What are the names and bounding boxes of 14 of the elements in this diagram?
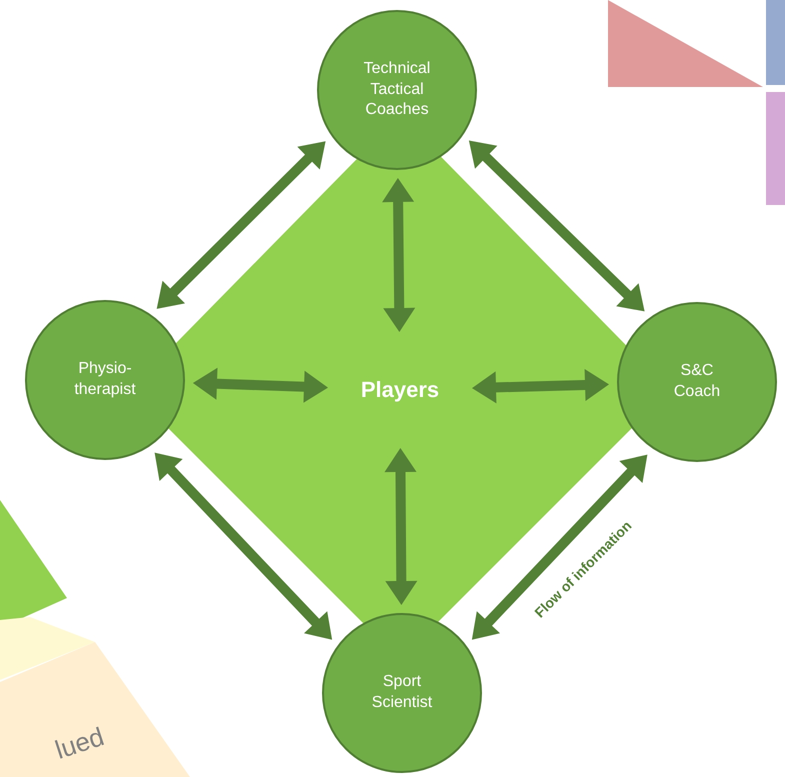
role-label: S&C Coach — [672, 361, 722, 402]
double-arrow — [472, 369, 609, 404]
double-arrow — [382, 178, 416, 332]
double-arrow — [156, 141, 326, 309]
fragment-text: lued — [51, 721, 108, 766]
role-label: Physio- therapist — [73, 359, 137, 400]
role-label: Technical Tactical Coaches — [362, 58, 432, 120]
double-arrow — [154, 452, 332, 640]
role-label: Sport Scientist — [370, 672, 434, 713]
double-arrow — [384, 448, 418, 605]
center-label: Players — [360, 377, 440, 403]
double-arrow — [468, 140, 645, 312]
double-arrow — [472, 454, 648, 640]
double-arrow — [192, 368, 328, 403]
